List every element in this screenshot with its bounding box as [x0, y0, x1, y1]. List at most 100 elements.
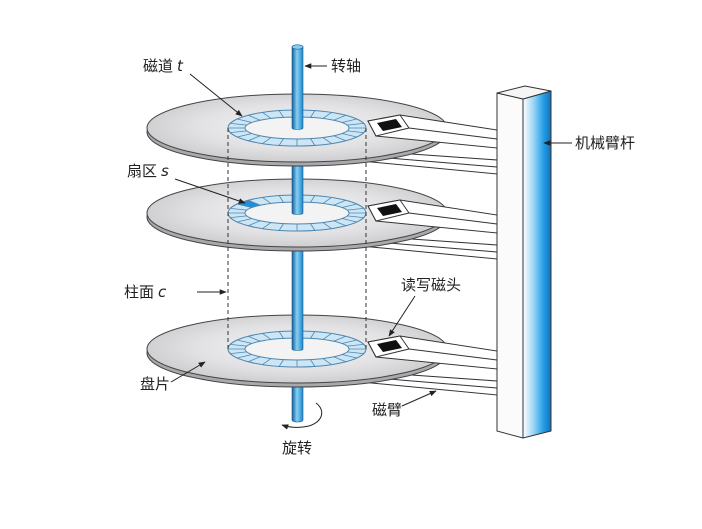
read-write-head-3 — [377, 340, 402, 352]
track-sector-divider — [310, 110, 316, 118]
label-track-variable: t — [177, 57, 184, 75]
arm-2-upper — [367, 199, 498, 234]
leader-track — [189, 73, 243, 117]
track-sector-divider — [237, 133, 253, 138]
track-sector-divider — [278, 331, 284, 339]
label-cylinder-text: 柱面 — [124, 283, 154, 301]
track-ring-1-dividers — [228, 110, 366, 146]
leader-sector — [174, 178, 246, 204]
track-sector-divider — [333, 220, 346, 227]
spindle-top-cap — [291, 44, 304, 50]
track-sector-divider — [230, 122, 247, 126]
arm-3-upper — [367, 335, 498, 370]
track-sector-divider — [237, 203, 253, 208]
track-sector-divider — [248, 199, 261, 206]
track-ring-2-dividers — [228, 195, 366, 231]
track-sector-divider — [310, 223, 316, 231]
track-sector-divider — [341, 133, 357, 138]
track-sector-divider — [310, 138, 316, 146]
platter-2-assembly — [146, 178, 498, 260]
arm-assembly-bar — [496, 85, 552, 439]
track-sector-divider — [341, 203, 357, 208]
track-sector-divider — [333, 356, 346, 363]
label-sector-variable: s — [161, 162, 169, 180]
track-sector-divider — [341, 354, 357, 359]
track-ring-3-dividers — [228, 331, 366, 367]
track-sector-divider — [248, 135, 261, 142]
track-sector-divider — [341, 339, 357, 344]
track-sector-divider — [333, 114, 346, 121]
label-arm-assembly: 机械臂杆 — [575, 134, 635, 152]
arm-2-upper-edge — [408, 212, 498, 225]
track-sector-divider — [230, 207, 247, 211]
track-sector-divider — [237, 218, 253, 223]
track-sector-divider — [262, 137, 272, 144]
track-sector-divider — [322, 358, 332, 365]
read-write-head-1 — [377, 119, 402, 131]
label-rotation: 旋转 — [282, 439, 312, 457]
track-sector-divider — [310, 195, 316, 203]
track-sector-divider — [248, 356, 261, 363]
leader-read-write-head — [388, 295, 416, 337]
track-sector-divider — [347, 215, 364, 219]
label-track-text: 磁道 — [143, 57, 173, 75]
track-sector-divider — [230, 351, 247, 355]
leader-arm — [401, 390, 437, 407]
track-sector-divider — [347, 343, 364, 347]
track-sector-divider — [322, 137, 332, 144]
track-sector-divider — [341, 118, 357, 123]
label-sector-text: 扇区 — [127, 162, 157, 180]
label-cylinder-variable: c — [158, 283, 167, 301]
track-sector-divider — [278, 138, 284, 146]
arm-1-upper-edge — [408, 127, 498, 140]
track-sector-divider — [262, 197, 272, 204]
track-sector-divider — [262, 333, 272, 340]
track-sector-divider — [237, 354, 253, 359]
track-sector-divider — [278, 195, 284, 203]
track-sector-divider — [333, 199, 346, 206]
track-ring-1 — [227, 109, 367, 147]
track-sector-divider — [322, 197, 332, 204]
track-sector-divider — [322, 333, 332, 340]
track-sector-divider — [333, 335, 346, 342]
spindle-top-segment — [291, 47, 304, 130]
arm-3-upper-edge — [408, 348, 498, 361]
rotation-arrow — [281, 402, 323, 430]
label-arm: 磁臂 — [372, 401, 402, 419]
read-write-head-2 — [377, 204, 402, 216]
track-sector-divider — [341, 218, 357, 223]
label-read-write-head: 读写磁头 — [401, 276, 461, 294]
track-sector-divider — [230, 215, 247, 219]
track-sector-divider — [278, 110, 284, 118]
track-sector-divider — [322, 222, 332, 229]
label-spindle: 转轴 — [331, 57, 361, 75]
track-sector-divider — [262, 112, 272, 119]
track-sector-divider — [248, 220, 261, 227]
track-sector-divider — [322, 112, 332, 119]
track-sector-divider — [278, 223, 284, 231]
track-sector-divider — [248, 114, 261, 121]
track-sector-divider — [310, 331, 316, 339]
track-sector-divider — [230, 130, 247, 134]
arm-assembly-top-face — [496, 85, 552, 100]
track-sector-divider — [347, 130, 364, 134]
leader-platter — [170, 361, 206, 383]
track-sector-divider — [347, 207, 364, 211]
track-sector-divider — [347, 351, 364, 355]
arm-assembly-side-face — [496, 92, 524, 439]
track-sector-divider — [248, 335, 261, 342]
track-sector-divider — [230, 343, 247, 347]
track-sector-divider — [237, 118, 253, 123]
platter-1-assembly — [146, 93, 498, 175]
platter-3-assembly — [146, 314, 498, 396]
track-sector-divider — [237, 339, 253, 344]
label-platter: 盘片 — [140, 375, 170, 393]
track-sector-divider — [262, 222, 272, 229]
track-sector-divider — [333, 135, 346, 142]
track-sector-divider — [278, 359, 284, 367]
track-sector-divider — [347, 122, 364, 126]
